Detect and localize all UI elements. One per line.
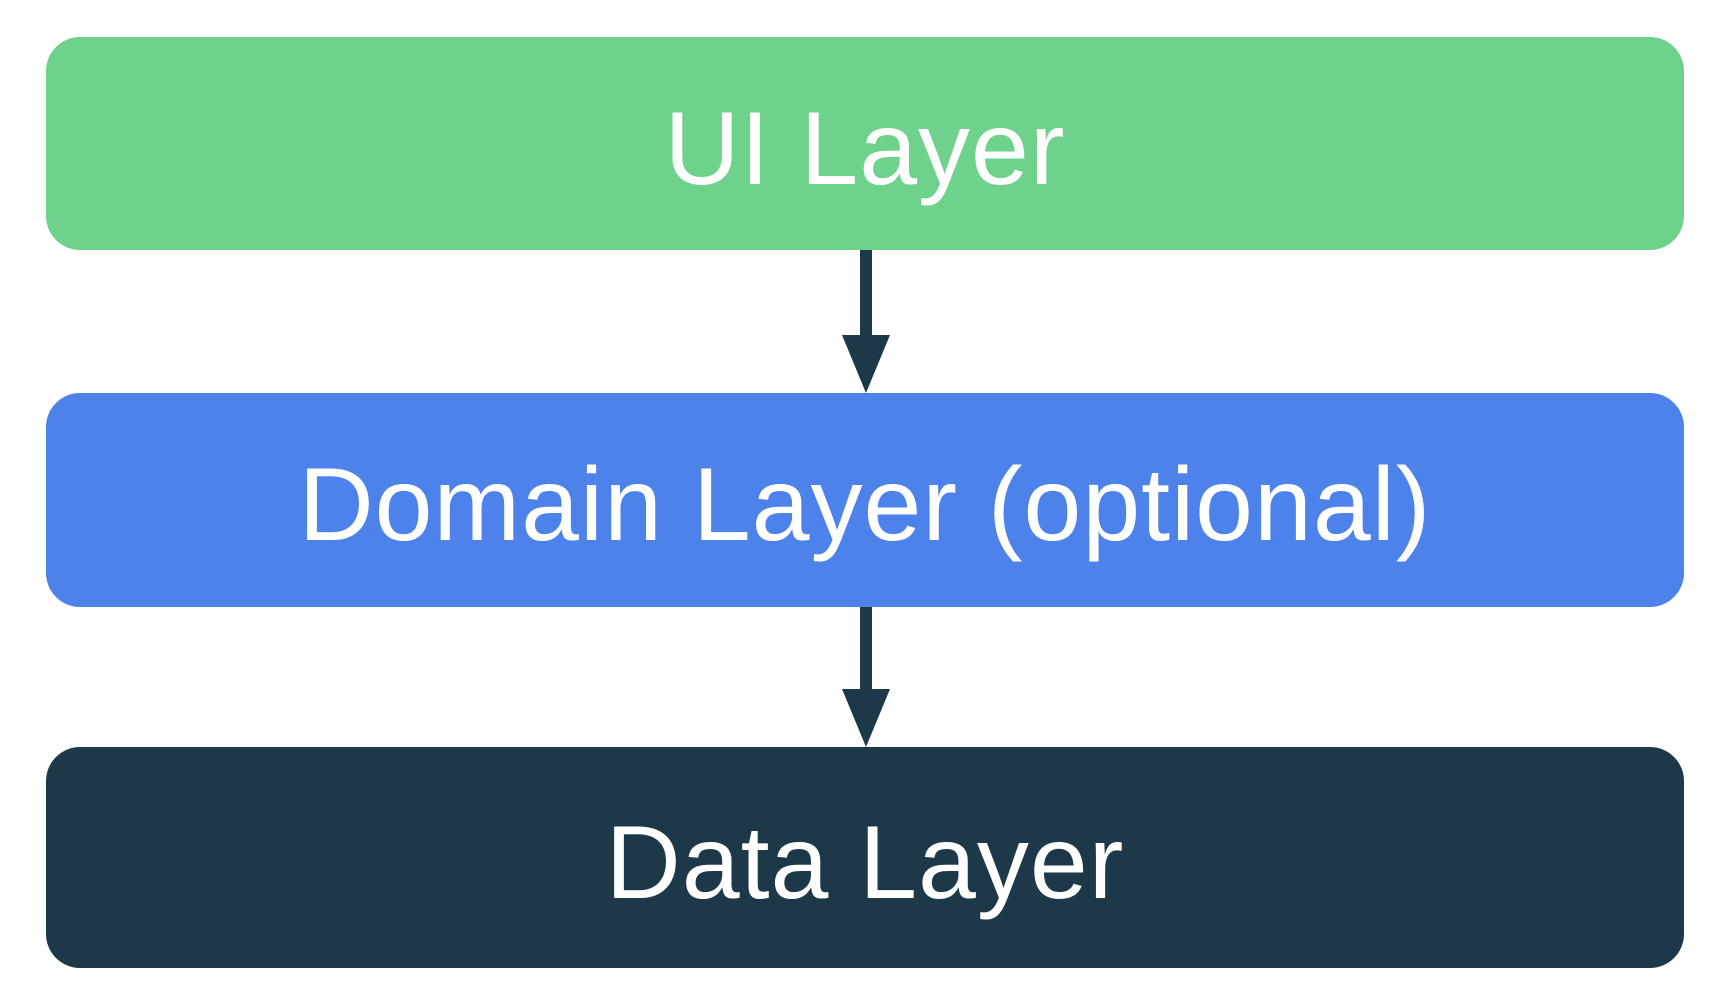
arrow-stem <box>860 250 872 338</box>
arrow-down-icon <box>842 607 890 747</box>
domain-layer-label: Domain Layer (optional) <box>298 447 1432 563</box>
ui-layer-box: UI Layer <box>46 37 1684 250</box>
ui-layer-label: UI Layer <box>664 90 1066 207</box>
arrow-stem <box>860 607 872 692</box>
arrow-head <box>842 689 890 747</box>
data-layer-box: Data Layer <box>46 747 1684 968</box>
data-layer-label: Data Layer <box>605 804 1125 921</box>
domain-layer-box: Domain Layer (optional) <box>46 393 1684 607</box>
arrow-down-icon <box>842 250 890 393</box>
arrow-head <box>842 335 890 393</box>
